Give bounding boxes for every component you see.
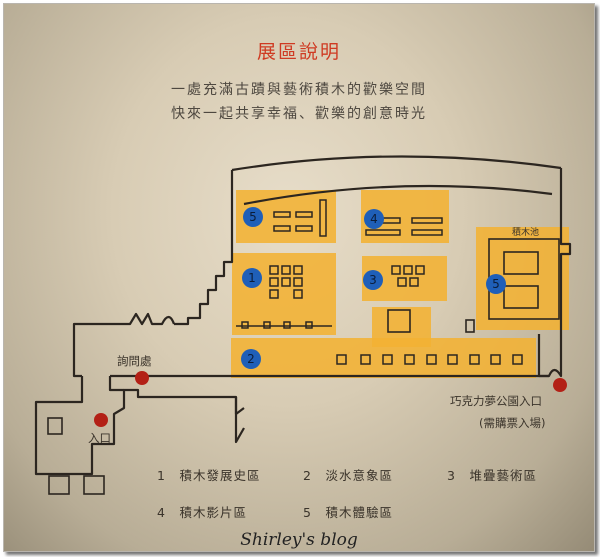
right-wall — [559, 168, 572, 334]
chocolate-entrance-label: 巧克力夢公園入口 — [450, 394, 542, 408]
photo-frame: 展區說明 一處充滿古蹟與藝術積木的歡樂空間 快來一起共享幸福、歡樂的創意時光 — [3, 3, 595, 552]
left-stair-wall — [174, 170, 234, 326]
entrance-inner-wall — [108, 376, 124, 392]
legend-item-5: 5 積木體驗區 — [303, 505, 393, 520]
zone-1-marker: 1 — [242, 268, 262, 288]
legend-item-2: 2 淡水意象區 — [303, 468, 393, 483]
entrance-display-2 — [48, 475, 70, 495]
zone-1-fixtures — [236, 265, 332, 329]
building-outline — [34, 155, 572, 476]
pool-pillar — [465, 319, 475, 333]
blog-watermark: Shirley's blog — [240, 530, 358, 550]
zone-3-marker: 3 — [363, 270, 383, 290]
legend-item-1: 1 積木發展史區 — [157, 468, 261, 483]
roof-arc-outer — [231, 155, 562, 172]
entrance-marker — [94, 413, 108, 427]
zone-3-fixtures — [391, 265, 425, 287]
map-title: 展區說明 — [256, 41, 341, 63]
chocolate-entrance-marker — [553, 378, 567, 392]
wood-pool-box-2 — [503, 285, 539, 309]
roof-arc-inner — [243, 184, 553, 206]
left-wing-wall — [72, 312, 176, 378]
info-desk-marker — [135, 371, 149, 385]
center-display — [387, 309, 411, 333]
wood-pool-label: 積木池 — [512, 228, 540, 238]
wood-pool-box-1 — [503, 251, 539, 275]
zone-5-marker: 5 — [243, 207, 263, 227]
entrance-display-1 — [47, 417, 63, 435]
zone-5-pool-marker: 5 — [486, 274, 506, 294]
legend-item-4: 4 積木影片區 — [157, 505, 247, 520]
zone-4-marker: 4 — [364, 209, 384, 229]
display-fixtures — [47, 238, 560, 495]
right-corner-wall — [537, 334, 563, 378]
location-markers — [94, 371, 567, 427]
subtitle-line-2: 快來一起共享幸福、歡樂的創意時光 — [171, 106, 427, 122]
zone-2-marker: 2 — [241, 349, 261, 369]
entrance-label: 入口 — [88, 431, 111, 445]
subtitle-line-1: 一處充滿古蹟與藝術積木的歡樂空間 — [171, 82, 427, 98]
entrance-door — [234, 397, 245, 444]
entrance-display-3 — [83, 475, 105, 495]
info-desk-label: 詢問處 — [117, 354, 152, 368]
legend-item-3: 3 堆疊藝術區 — [447, 468, 537, 483]
zone-2-showcases — [336, 354, 523, 365]
ticket-note-label: (需購票入場) — [479, 416, 546, 430]
entrance-hall-wall — [34, 376, 245, 476]
